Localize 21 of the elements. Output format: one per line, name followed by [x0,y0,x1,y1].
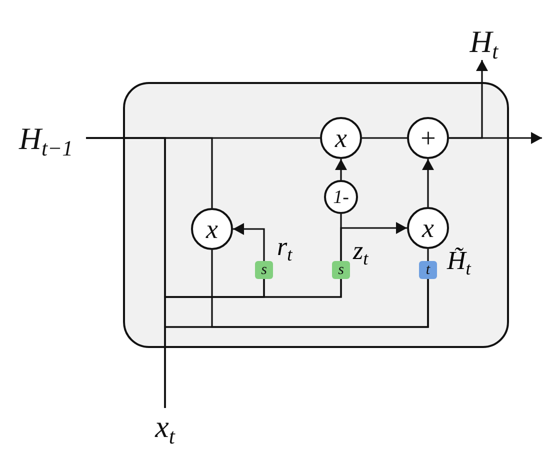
edge-label: H̃$_{t}$ [446,248,472,274]
sigmoid-gate: s [255,261,273,279]
one-minus-circle: 1- [324,180,358,214]
multiply-circle: x [191,208,233,250]
multiply-circle: x [320,117,362,159]
cell-box [123,82,509,348]
connector-line [427,249,429,261]
arrow [449,132,542,144]
sigmoid-gate: s [332,261,350,279]
connector-line [164,279,429,408]
connector-line [362,137,407,139]
input-label: x$_{t}$ [148,408,182,444]
state-label: H$_{t−1}$ [6,119,86,157]
output-label: H$_{t}$ [466,22,502,60]
arrow [233,223,265,261]
tanh-gate: t [419,261,437,279]
multiply-circle: x [407,207,449,249]
arrow [335,159,347,180]
add-circle: + [407,117,449,159]
arrow [422,159,434,207]
arrow [340,222,407,261]
